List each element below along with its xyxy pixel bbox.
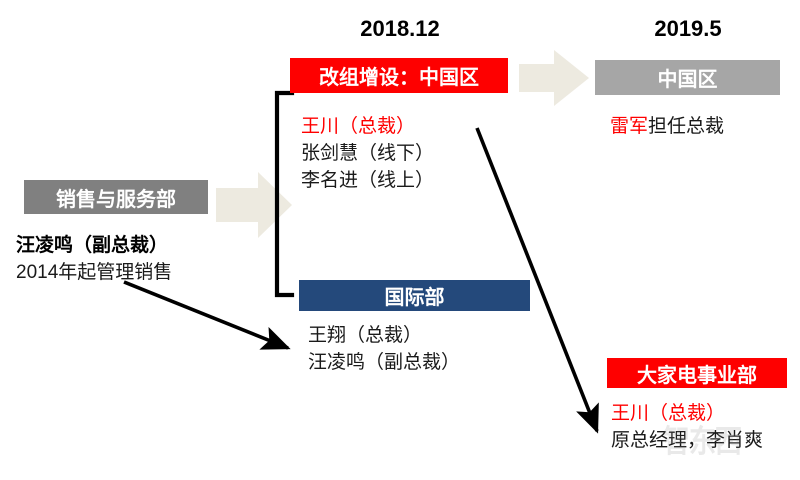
people-china-region-2018: 王川（总裁） 张剑慧（线下） 李名进（线上） xyxy=(301,113,434,194)
person-wangchuan-2018: 王川（总裁） xyxy=(301,116,416,137)
note-china-region-2019: 雷军担任总裁 xyxy=(610,113,724,140)
note-leijun-role: 担任总裁 xyxy=(648,116,725,137)
box-china-region-2019[interactable]: 中国区 xyxy=(595,60,780,95)
people-appliances-dept: 王川（总裁） 原总经理，李肖爽 xyxy=(611,400,763,454)
date-label-2018: 2018.12 xyxy=(360,16,440,41)
box-china-region-2018[interactable]: 改组增设：中国区 xyxy=(290,58,508,93)
box-appliances-dept[interactable]: 大家电事业部 xyxy=(607,358,787,388)
person-wangchuan-2019: 王川（总裁） xyxy=(611,403,726,424)
box-sales-service-dept[interactable]: 销售与服务部 xyxy=(24,180,208,214)
person-limingjin: 李名进（线上） xyxy=(301,170,435,191)
block-arrow-left-icon xyxy=(216,172,292,238)
date-label-2019: 2019.5 xyxy=(654,16,722,41)
person-leijun: 雷军 xyxy=(610,116,649,137)
block-arrow-top-icon xyxy=(519,50,589,106)
split-bracket-icon xyxy=(274,90,295,298)
people-international-dept: 王翔（总裁） 汪凌鸣（副总裁） xyxy=(308,322,460,376)
people-sales-service-dept: 汪凌鸣（副总裁） 2014年起管理销售 xyxy=(16,232,172,286)
box-international-dept[interactable]: 国际部 xyxy=(299,280,530,311)
person-wanglingming-vp: 汪凌鸣（副总裁） xyxy=(16,235,169,256)
person-wanglingming-intl: 汪凌鸣（副总裁） xyxy=(308,352,461,373)
person-zhangjianhui: 张剑慧（线下） xyxy=(301,143,435,164)
note-former-gm-lixiaoshuang: 原总经理，李肖爽 xyxy=(611,430,764,451)
note-manage-sales-since-2014: 2014年起管理销售 xyxy=(16,262,173,283)
person-wangxiang: 王翔（总裁） xyxy=(308,325,423,346)
arrow-to-international-icon xyxy=(123,280,291,350)
watermark: 智东西 xyxy=(663,424,742,459)
